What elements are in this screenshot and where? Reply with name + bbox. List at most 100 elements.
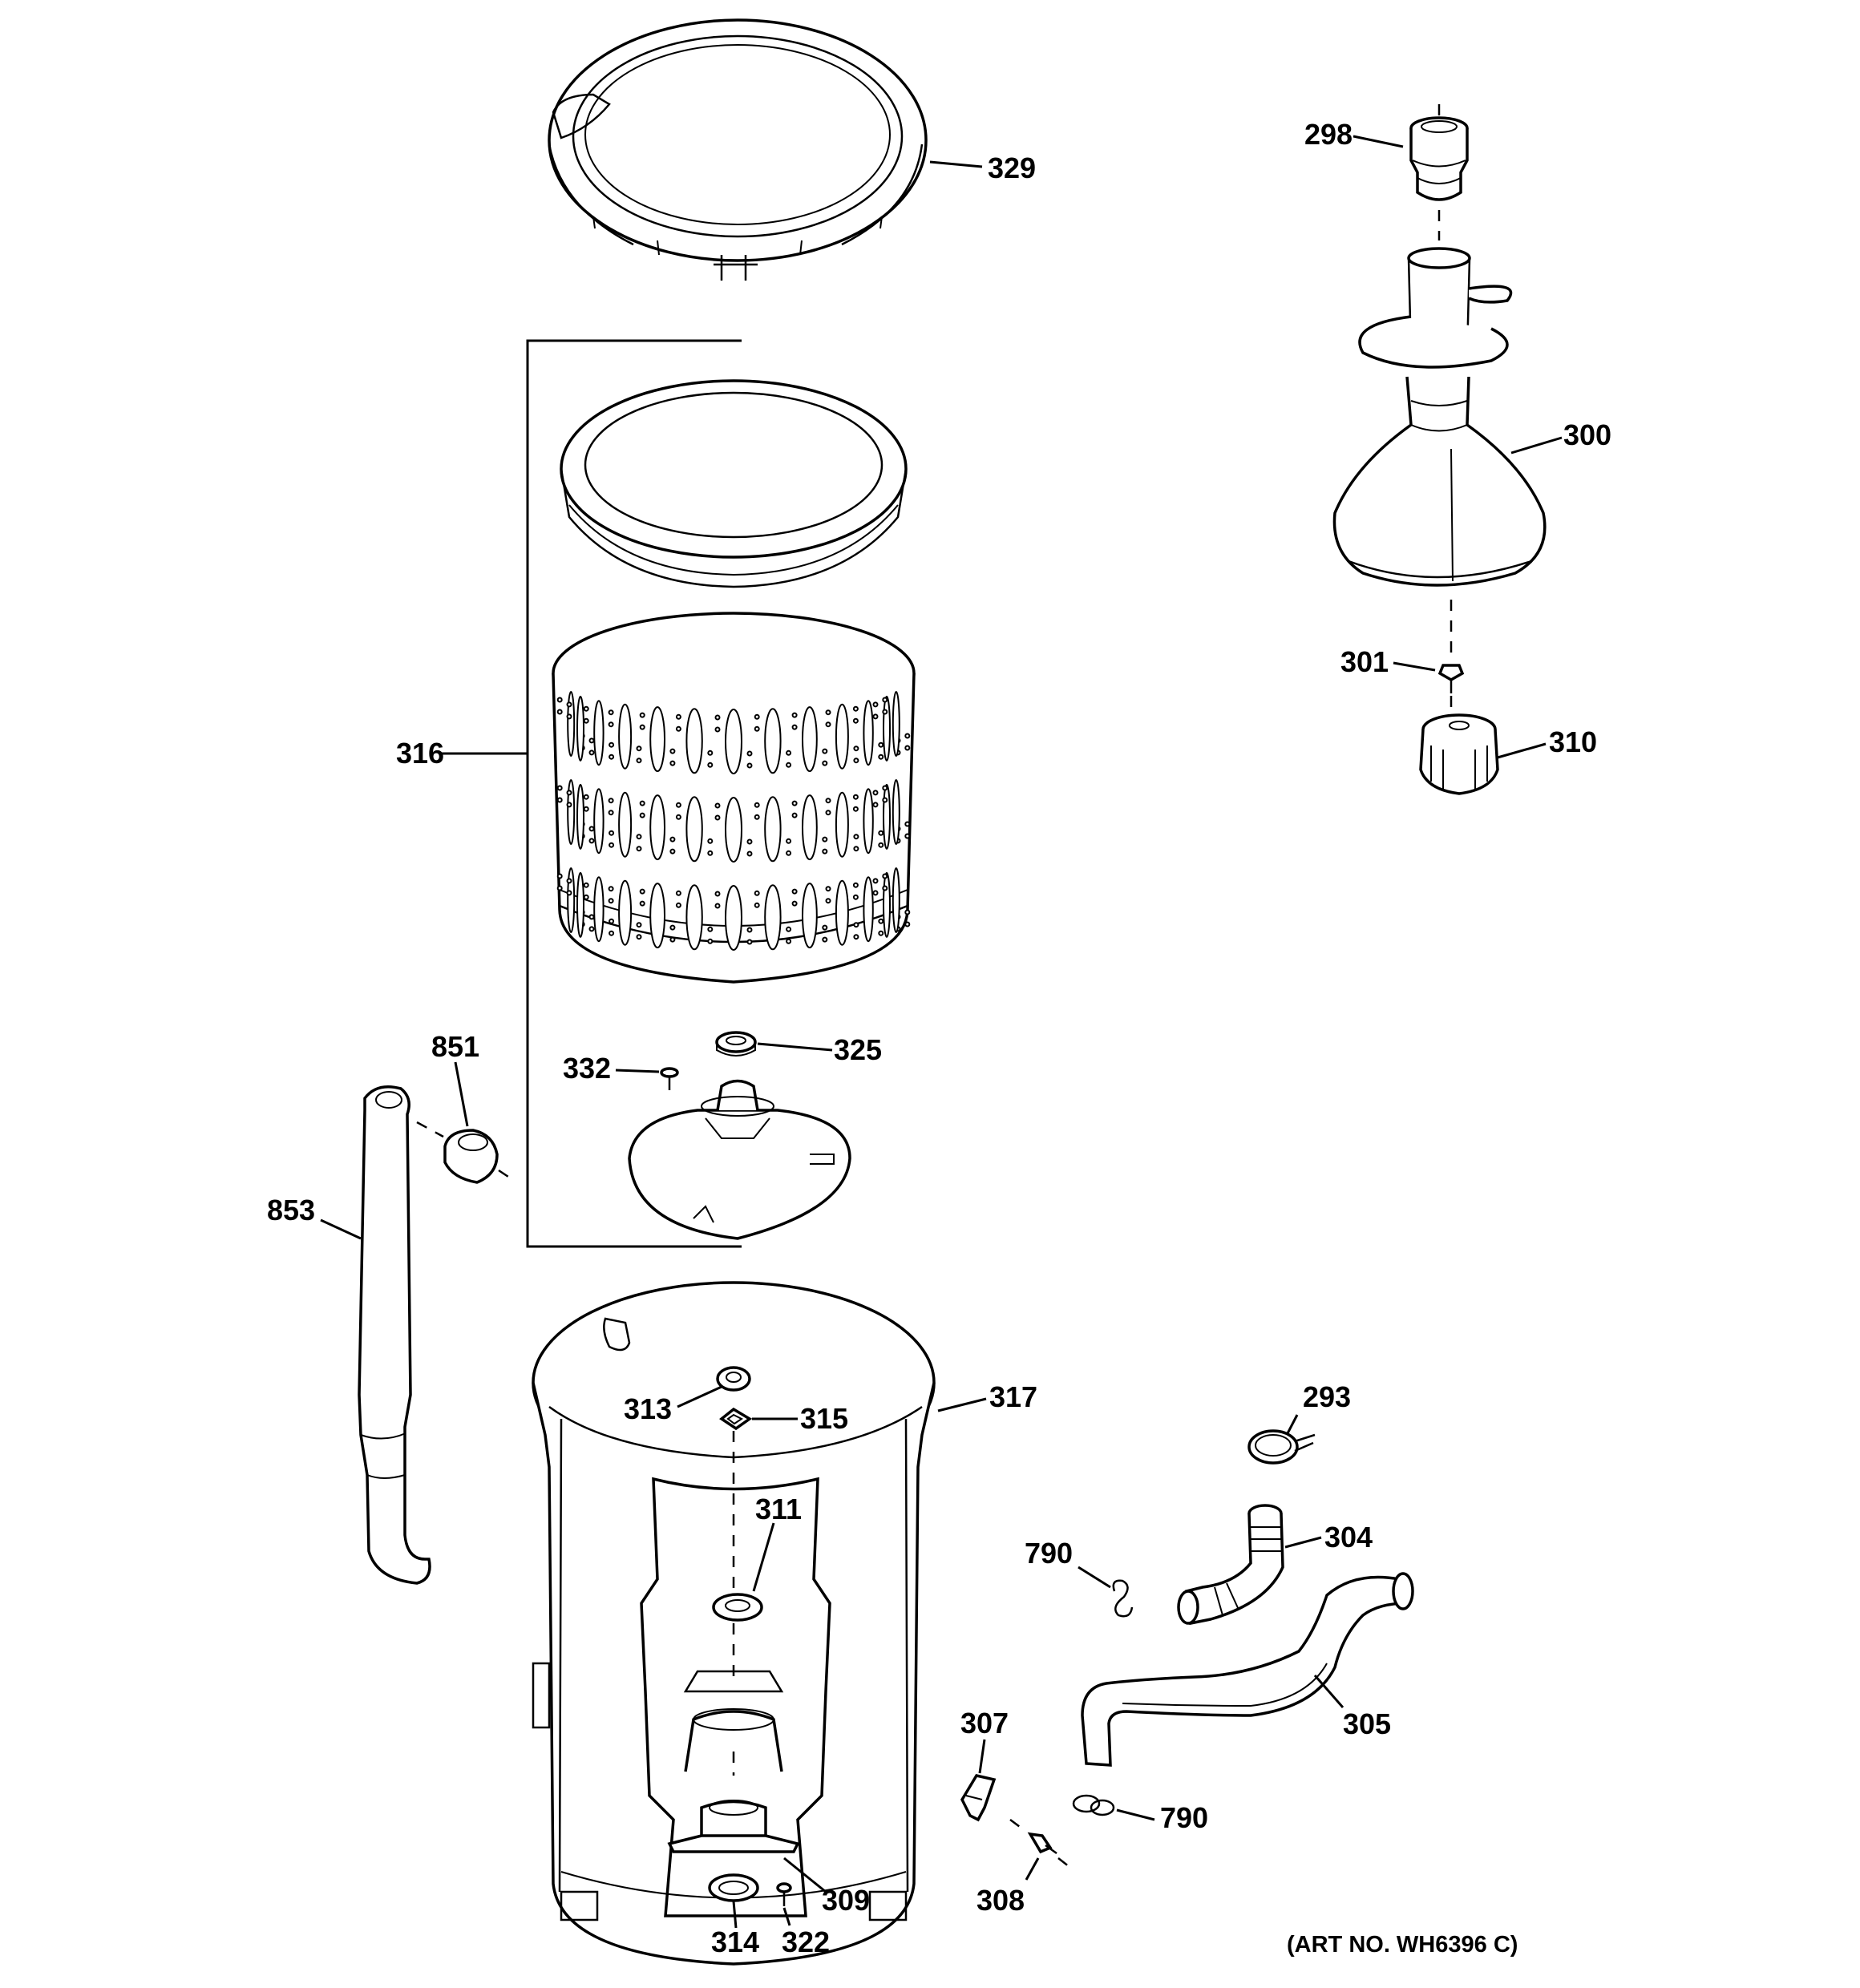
basket-slot [764,708,782,774]
basket-dot [746,838,753,845]
basket-dot [636,922,642,928]
basket-dot [904,921,911,927]
basket-dot [588,737,595,744]
label-298: 298 [1304,118,1353,151]
basket-dot [746,939,753,945]
basket-dot [853,758,859,764]
label-308: 308 [976,1884,1025,1917]
basket-dot [714,802,721,809]
basket-dot [904,833,911,839]
part-313-bearing [716,1366,751,1392]
basket-dot [714,726,721,733]
basket-dot [852,717,859,724]
part-300-agitator [1332,247,1547,587]
basket-slot [835,879,849,946]
basket-slot [764,884,782,951]
basket-dot [882,697,888,703]
basket-dot [822,748,828,754]
basket-dot [791,888,798,895]
basket-dot [669,748,676,754]
leader-310 [1497,742,1547,759]
basket-slot [567,779,576,845]
basket-dot [609,918,615,924]
basket-dot [636,934,642,940]
basket-dot [791,724,798,730]
basket-dot [636,846,642,852]
basket-slot [649,883,665,949]
basket-dot [556,697,563,703]
basket-dot [583,794,589,800]
basket-dot [669,924,676,931]
basket-slot [618,791,633,858]
basket-dot [566,802,572,808]
basket-slot [618,703,633,770]
basket-dot [852,806,859,812]
basket-dot [588,750,595,756]
part-325-hub-nut [715,1031,757,1057]
basket-dot [588,914,595,920]
basket-slot [649,794,665,861]
basket-dot [556,873,563,879]
basket-slot [576,871,584,938]
basket-dot [588,926,595,932]
leader-851 [454,1061,469,1127]
leader-304 [1284,1536,1322,1549]
basket-dot [556,785,563,791]
basket-dot [791,800,798,806]
basket-dot [786,938,792,944]
leader-329 [929,160,983,168]
leader-293 [1285,1414,1299,1436]
basket-dot [878,741,884,748]
basket-dot [882,797,888,803]
basket-slot [576,783,584,850]
label-329: 329 [988,152,1036,184]
basket-dot [754,725,760,732]
basket-dot [754,890,760,896]
basket-dot [825,721,831,728]
basket-dot [566,701,572,708]
basket-dot [904,909,911,915]
basket-dot [852,894,859,900]
basket-dot [608,898,614,904]
label-317: 317 [989,1380,1037,1413]
basket-dot [878,842,884,848]
basket-slot [883,695,891,762]
part-hub-plate [628,1079,851,1240]
basket-dot [746,851,753,857]
part-298-agitator-cap [1409,104,1469,240]
leader-300 [1510,436,1563,455]
basket-slot [567,691,576,757]
basket-dot [746,762,753,769]
basket-dot [746,927,753,933]
basket-slot [618,879,633,946]
basket-dot [675,802,681,808]
basket-dot [825,709,831,716]
part-790-clamp-lower [1072,1794,1115,1816]
basket-dot [707,850,714,856]
basket-slot [883,783,891,850]
basket-dot [754,814,760,820]
basket-dot [566,890,572,896]
basket-slot [725,709,742,774]
label-305: 305 [1343,1707,1391,1740]
label-325: 325 [834,1033,882,1066]
part-304-hose [1177,1504,1284,1626]
basket-dot [852,882,859,888]
basket-dot [786,838,792,844]
basket-dot [707,762,714,768]
label-307: 307 [960,1707,1009,1740]
basket-slot [835,791,849,858]
basket-slot [892,779,900,845]
leader-298 [1353,135,1404,148]
basket-dot [852,705,859,712]
label-790a: 790 [1025,1537,1073,1570]
basket-dot [639,800,645,806]
basket-dot [746,750,753,757]
basket-dot [608,886,614,892]
basket-dot [675,902,681,908]
leader-790b [1116,1808,1155,1821]
basket-dot [583,717,589,724]
basket-dot [872,802,879,808]
basket-dot [904,821,911,827]
basket-slot [835,703,849,770]
